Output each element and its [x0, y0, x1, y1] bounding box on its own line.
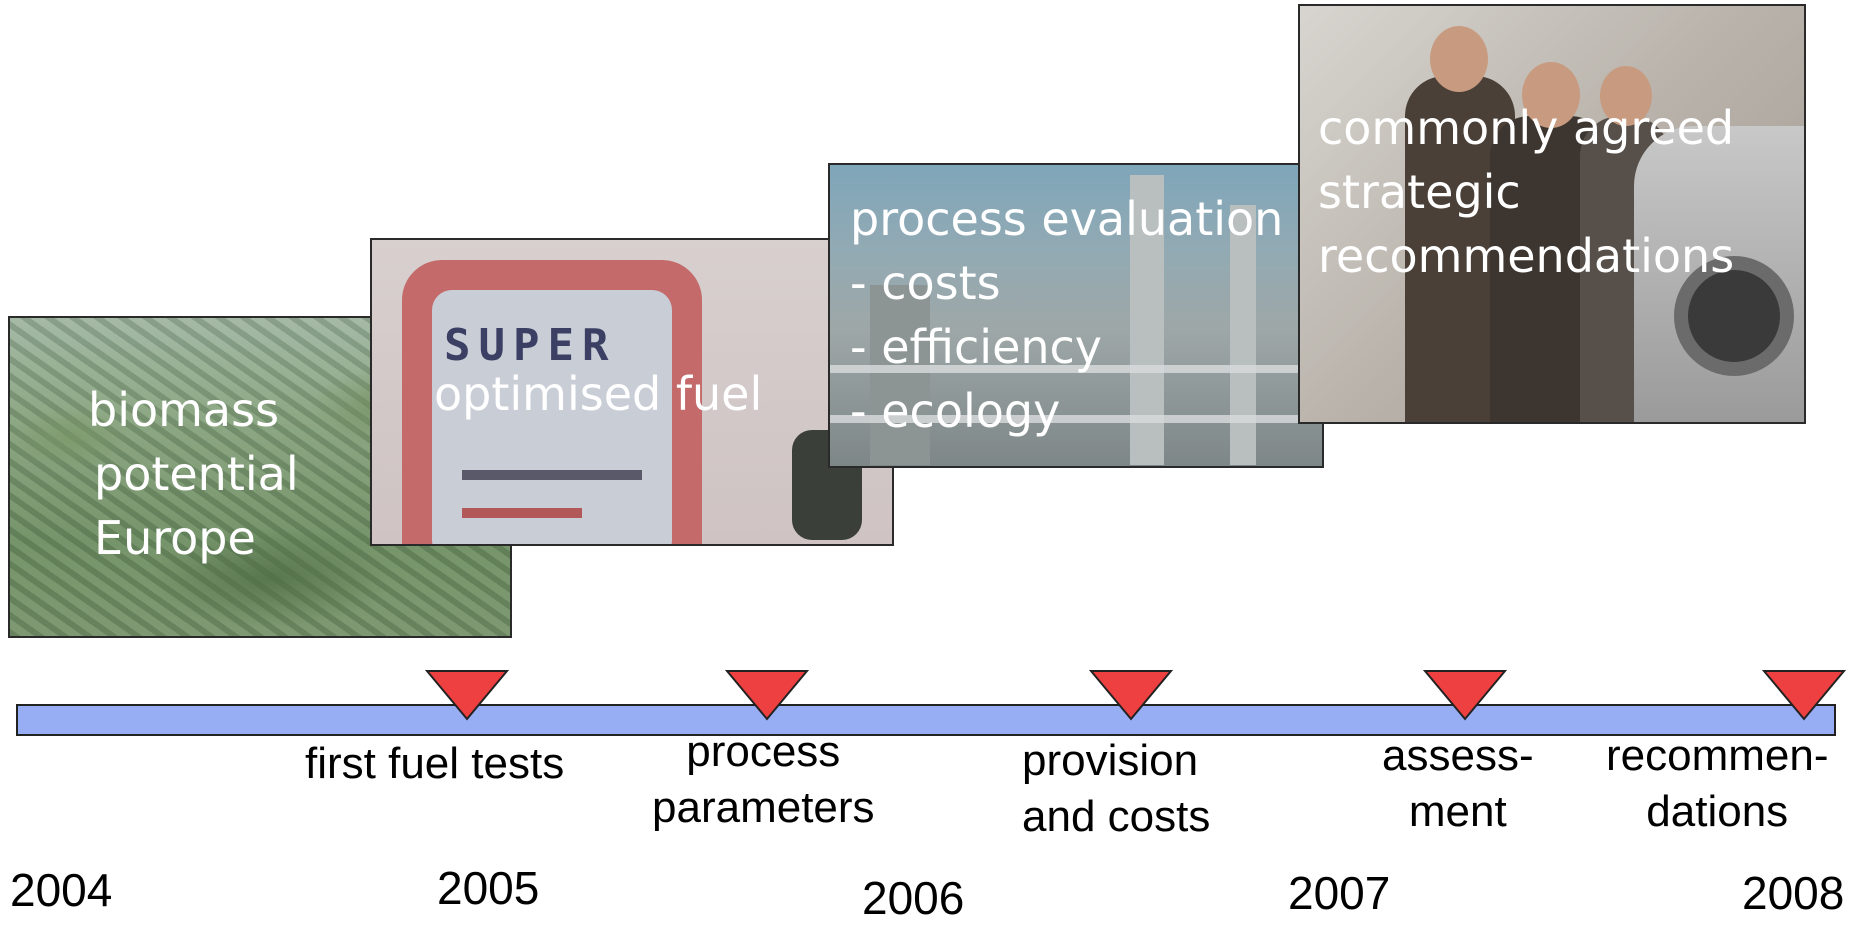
milestone-label-assessment: assess- ment [1382, 728, 1534, 840]
caption-line: recommendations [1318, 229, 1735, 283]
person-head [1522, 62, 1580, 128]
year-label-2006: 2006 [862, 872, 965, 924]
refinery-tower [870, 285, 930, 465]
timeline-bar [16, 704, 1836, 736]
car-wheel [1674, 256, 1794, 376]
pump-label: SUPER [444, 320, 617, 371]
person-head [1430, 26, 1488, 92]
person-head [1600, 66, 1652, 126]
caption-line: strategic [1318, 165, 1521, 219]
milestone-label-line: ment [1408, 787, 1507, 836]
milestone-marker [425, 669, 509, 721]
recommendations-caption: commonly agreed strategic recommendation… [1318, 96, 1734, 288]
year-label-2004: 2004 [10, 864, 113, 916]
caption-line: commonly agreed [1318, 101, 1735, 155]
fuel-pump-image-panel: SUPER optimised fuel [370, 238, 894, 546]
milestone-marker [1089, 669, 1173, 721]
milestone-label-line: recommen- [1606, 731, 1829, 780]
recommendations-image-panel: commonly agreed strategic recommendation… [1298, 4, 1806, 424]
year-label-2008: 2008 [1742, 867, 1845, 919]
biomass-caption: biomass potential Europe [88, 378, 299, 570]
milestone-marker [1423, 669, 1507, 721]
milestone-label-recommendations: recommen- dations [1606, 728, 1829, 840]
milestone-label-process-parameters: process parameters [652, 724, 875, 836]
milestone-label-line: and costs [1022, 792, 1211, 841]
fuel-caption: optimised fuel [434, 362, 762, 426]
pump-display [462, 508, 582, 518]
milestone-marker [725, 669, 809, 721]
refinery-pipe [830, 365, 1322, 373]
year-label-2007: 2007 [1288, 867, 1391, 919]
milestone-label-line: dations [1646, 787, 1789, 836]
milestone-label-line: assess- [1382, 731, 1534, 780]
milestone-marker [1762, 669, 1846, 721]
fuel-pump-face [432, 290, 672, 544]
refinery-image-panel: process evaluation - costs - efficiency … [828, 163, 1324, 468]
process-caption: process evaluation - costs - efficiency … [850, 187, 1283, 443]
caption-line: - costs [850, 256, 1001, 310]
milestone-label-line: process [686, 727, 841, 776]
milestone-label-first-fuel-tests: first fuel tests [305, 736, 564, 792]
caption-line: - efficiency [850, 320, 1103, 374]
pump-display [462, 470, 642, 480]
milestone-label-line: first fuel tests [305, 739, 565, 788]
year-label-2005: 2005 [437, 862, 540, 914]
caption-line: optimised fuel [434, 367, 763, 421]
caption-line: potential [94, 447, 299, 501]
caption-line: process evaluation [850, 192, 1284, 246]
milestone-label-provision-and-costs: provision and costs [1022, 733, 1210, 845]
caption-line: - ecology [850, 384, 1061, 438]
milestone-label-line: parameters [652, 783, 875, 832]
milestone-label-line: provision [1022, 736, 1199, 785]
refinery-pipe [830, 415, 1322, 423]
caption-line: Europe [94, 511, 256, 565]
caption-line: biomass [88, 383, 280, 437]
